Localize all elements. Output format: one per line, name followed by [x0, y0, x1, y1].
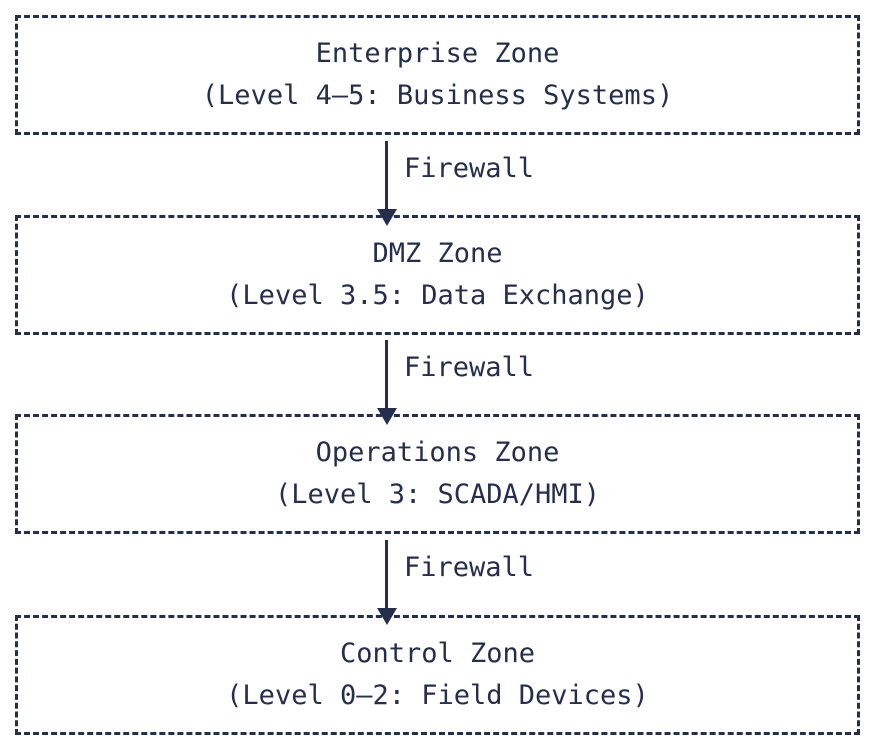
zone-subtitle: (Level 3.5: Data Exchange) — [226, 280, 649, 311]
connector-label-firewall: Firewall — [404, 552, 535, 583]
zone-box-enterprise: Enterprise Zone (Level 4–5: Business Sys… — [15, 15, 860, 135]
connector-enterprise-to-dmz: Firewall — [0, 135, 882, 226]
connector-label-firewall: Firewall — [404, 352, 535, 383]
zone-subtitle: (Level 4–5: Business Systems) — [201, 80, 674, 111]
connector-dmz-to-operations: Firewall — [0, 334, 882, 425]
zone-title: DMZ Zone — [372, 238, 503, 269]
zone-title: Enterprise Zone — [315, 38, 560, 69]
connector-line — [385, 141, 388, 215]
zone-box-dmz: DMZ Zone (Level 3.5: Data Exchange) — [15, 215, 860, 335]
zone-title: Control Zone — [339, 638, 536, 669]
zone-title: Operations Zone — [315, 437, 560, 468]
connector-line — [385, 540, 388, 614]
zone-subtitle: (Level 0–2: Field Devices) — [226, 680, 649, 711]
zone-subtitle: (Level 3: SCADA/HMI) — [274, 479, 601, 510]
connector-line — [385, 340, 388, 414]
zone-box-operations: Operations Zone (Level 3: SCADA/HMI) — [15, 414, 860, 534]
connector-label-firewall: Firewall — [404, 153, 535, 184]
connector-operations-to-control: Firewall — [0, 534, 882, 625]
zone-box-control: Control Zone (Level 0–2: Field Devices) — [15, 615, 860, 735]
